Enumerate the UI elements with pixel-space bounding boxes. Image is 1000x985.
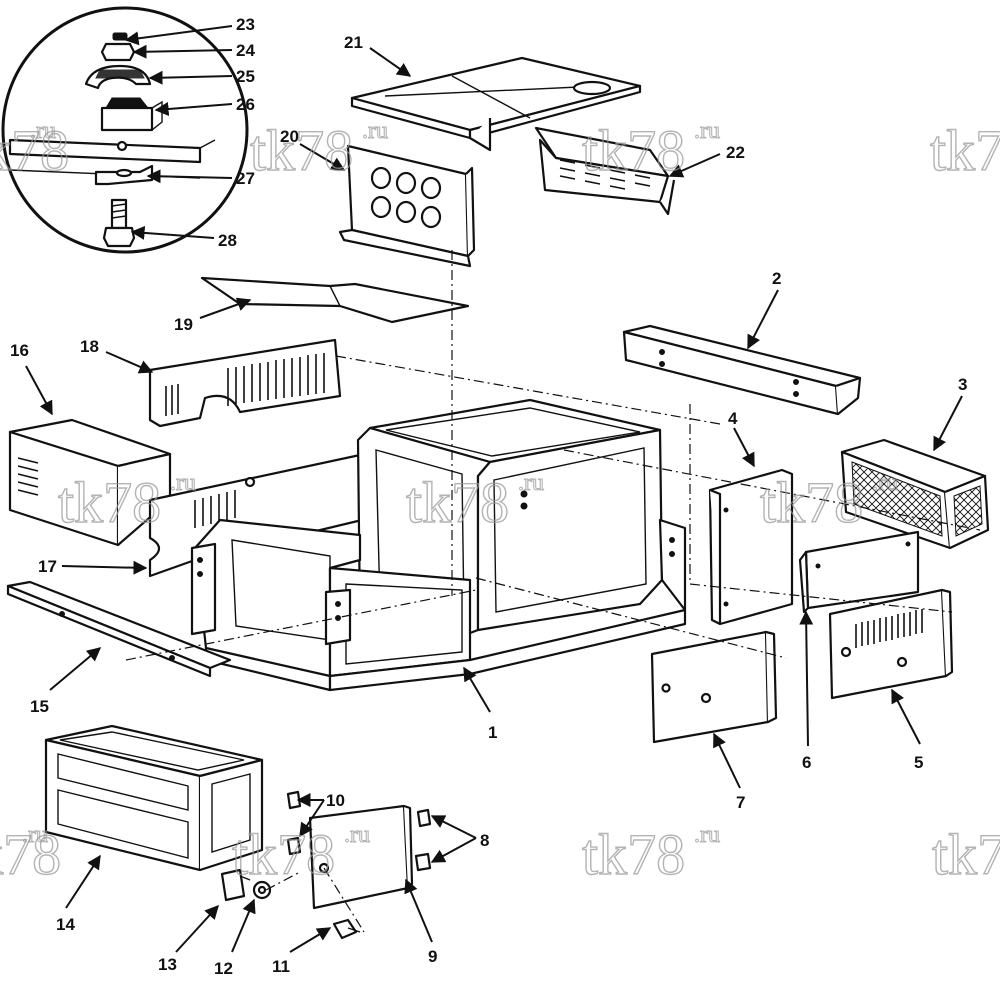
- fastener-11-part: [332, 918, 361, 940]
- callout-1: 1: [488, 723, 497, 742]
- watermark-text: tk78: [0, 822, 61, 887]
- side-door-part: [650, 630, 778, 744]
- louvered-door-part: [828, 588, 954, 700]
- nut-part: [100, 42, 136, 62]
- hole-plate-part: [338, 144, 476, 268]
- cover-panel-part: [798, 530, 920, 614]
- latch-bracket-13-part: [220, 868, 251, 902]
- callout-6: 6: [802, 753, 811, 772]
- callout-20: 20: [280, 127, 299, 146]
- isolator-part: [100, 106, 154, 132]
- main-frame-part: [190, 398, 687, 692]
- base-frame-part: [44, 724, 264, 872]
- top-rail-part: [622, 324, 862, 416]
- callout-13: 13: [158, 955, 177, 974]
- callout-labels: 23 24 25 26 27 28 21 22 20 19 18 16 17 1…: [10, 15, 967, 978]
- callout-3: 3: [958, 375, 967, 394]
- leader-lines: [25, 25, 963, 953]
- watermark-text: tk78: [250, 118, 353, 183]
- callout-18: 18: [80, 337, 99, 356]
- watermark-text: tk78: [930, 118, 1000, 183]
- watermark-suffix: .ru: [518, 470, 544, 496]
- callout-24: 24: [236, 41, 255, 60]
- watermark-suffix: .ru: [170, 470, 196, 496]
- callout-16: 16: [10, 341, 29, 360]
- watermark-suffix: .ru: [22, 822, 48, 848]
- assembly-centerlines: [125, 250, 981, 933]
- watermark-text: tk78: [0, 118, 69, 183]
- callout-10: 10: [326, 791, 345, 810]
- callout-28: 28: [218, 231, 237, 250]
- callout-17: 17: [38, 557, 57, 576]
- callout-8: 8: [480, 831, 489, 850]
- callout-27: 27: [236, 169, 255, 188]
- clip-8-part: [414, 808, 432, 872]
- watermark-suffix: .ru: [362, 118, 388, 144]
- callout-11: 11: [272, 957, 290, 976]
- callout-9: 9: [428, 947, 437, 966]
- callout-22: 22: [726, 143, 745, 162]
- watermark-layer: tk78 .ru tk78 .ru tk78 .ru tk78 tk78 .ru…: [0, 117, 1000, 887]
- callout-25: 25: [236, 67, 255, 86]
- watermark-text: tk78: [232, 822, 335, 887]
- vent-panel-part: [534, 126, 676, 216]
- callout-14: 14: [56, 915, 75, 934]
- watermark-suffix: .ru: [30, 118, 56, 144]
- enclosure-box-part: [8, 418, 172, 547]
- watermark-suffix: .ru: [872, 470, 898, 496]
- callout-7: 7: [736, 793, 745, 812]
- callout-19: 19: [174, 315, 193, 334]
- watermark-text: tk78: [760, 470, 863, 535]
- callout-5: 5: [914, 753, 923, 772]
- callout-21: 21: [344, 33, 363, 52]
- callout-23: 23: [236, 15, 255, 34]
- louvered-side-panel-part: [148, 338, 342, 428]
- watermark-suffix: .ru: [694, 822, 720, 848]
- watermark-text: tk78: [582, 822, 685, 887]
- watermark-text: tk78: [406, 470, 509, 535]
- callout-12: 12: [214, 959, 233, 978]
- flat-plate-part: [200, 276, 470, 324]
- knob-12-part: [252, 880, 272, 900]
- callout-15: 15: [30, 697, 49, 716]
- top-cover-part: [350, 56, 642, 152]
- watermark-suffix: .ru: [694, 118, 720, 144]
- watermark-suffix: .ru: [344, 822, 370, 848]
- watermark-text: tk78: [582, 118, 685, 183]
- callout-26: 26: [236, 95, 255, 114]
- set-screw-part: [112, 32, 128, 41]
- side-panel-part: [708, 468, 794, 626]
- watermark-text: tk78: [932, 822, 1000, 887]
- mesh-box-part: [840, 438, 990, 550]
- callout-4: 4: [728, 409, 738, 428]
- watermark-text: tk78: [58, 470, 161, 535]
- callout-2: 2: [772, 269, 781, 288]
